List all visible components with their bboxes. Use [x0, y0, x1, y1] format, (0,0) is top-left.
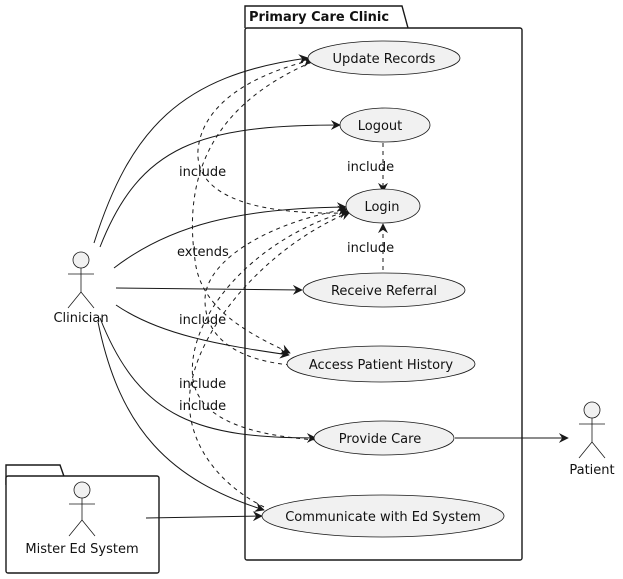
edge-clinician-logout — [99, 120, 341, 248]
actor-clinician[interactable]: Clinician — [53, 251, 109, 326]
use-case-label: Update Records — [333, 52, 436, 67]
actor-label: Clinician — [53, 311, 108, 326]
edge-clinician-provide-care — [99, 317, 317, 443]
actor-mister-ed-system[interactable]: Mister Ed System — [25, 481, 139, 557]
edge-history-include-login — [204, 205, 348, 366]
package-title: Primary Care Clinic — [249, 10, 389, 25]
use-case-login[interactable]: Login — [345, 188, 421, 224]
actor-label: Mister Ed System — [25, 542, 138, 557]
edge-labels: include include include extends include … — [177, 160, 394, 414]
use-case-receive-referral[interactable]: Receive Referral — [302, 272, 466, 308]
label-extends: extends — [177, 245, 229, 260]
use-case-label: Access Patient History — [309, 358, 454, 373]
use-case-label: Receive Referral — [331, 284, 437, 299]
use-case-access-patient-history[interactable]: Access Patient History — [286, 345, 476, 383]
actor-head-icon — [73, 481, 91, 499]
actor-head-icon — [583, 401, 601, 419]
use-case-communicate-with-ed-system[interactable]: Communicate with Ed System — [261, 494, 505, 538]
label-history-include: include — [179, 313, 226, 328]
edge-clinician-login — [113, 202, 347, 269]
mister-ed-package — [5, 464, 160, 574]
use-case-label: Provide Care — [339, 432, 421, 447]
use-case-logout[interactable]: Logout — [339, 107, 431, 143]
use-case-label: Communicate with Ed System — [285, 510, 481, 525]
edge-clinician-communicate-ed — [97, 321, 265, 512]
use-case-update-records[interactable]: Update Records — [307, 40, 461, 76]
actor-head-icon — [72, 251, 90, 269]
actor-label: Patient — [569, 463, 614, 478]
label-referral-include: include — [347, 241, 394, 256]
use-case-provide-care[interactable]: Provide Care — [313, 420, 455, 456]
dependency-edges — [188, 57, 388, 508]
edge-clinician-receive-referral — [115, 284, 303, 295]
association-edges — [93, 54, 569, 522]
edge-mister-ed-communicate — [145, 511, 263, 522]
label-ed-include: include — [179, 399, 226, 414]
label-logout-include: include — [347, 160, 394, 175]
actor-patient[interactable]: Patient — [569, 401, 615, 478]
edge-care-include-login — [191, 208, 349, 441]
use-case-label: Logout — [358, 119, 403, 134]
use-case-label: Login — [364, 200, 399, 215]
label-care-include: include — [179, 377, 226, 392]
edge-clinician-access-history — [115, 304, 290, 359]
edge-clinician-update-records — [93, 54, 309, 244]
edge-login-include-update-records — [197, 57, 347, 214]
label-update-include: include — [179, 165, 226, 180]
edge-ed-include-login — [188, 210, 351, 508]
